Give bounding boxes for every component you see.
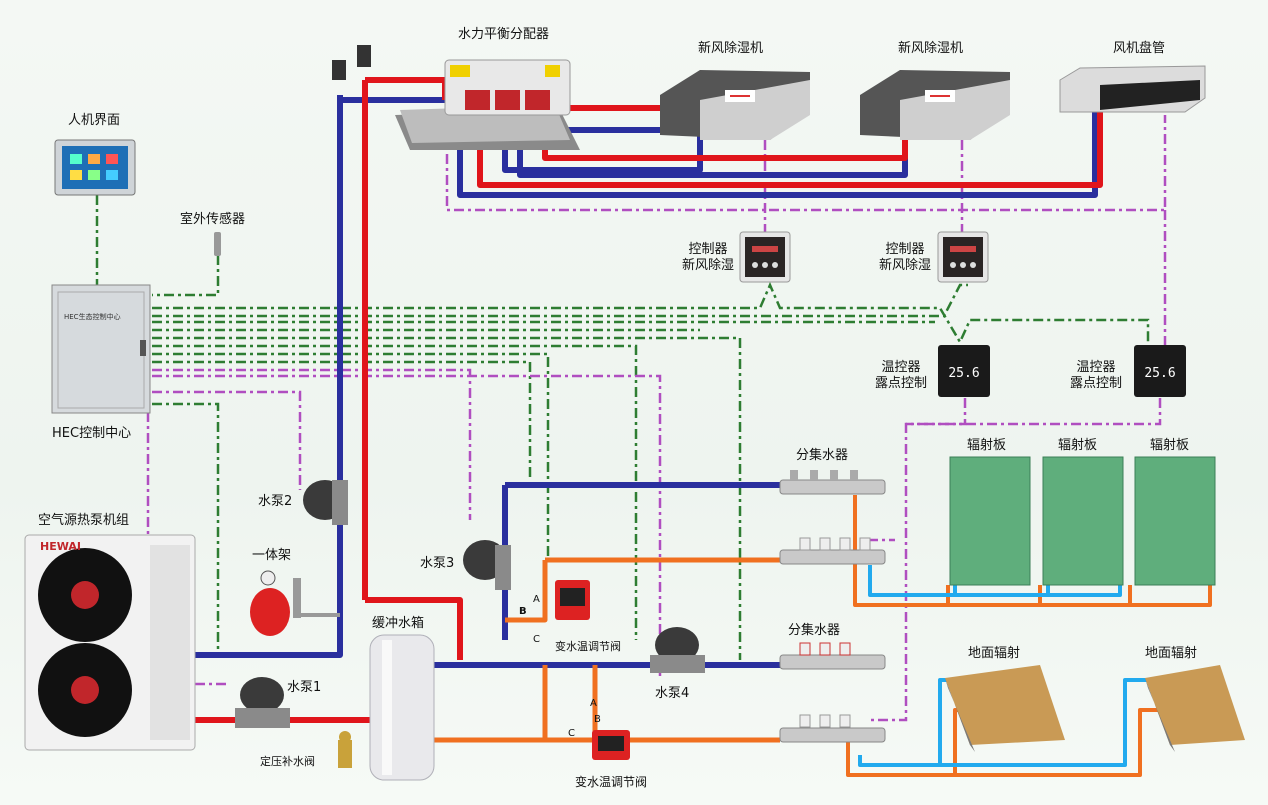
label-thermostat-2-line1: 温控器 bbox=[1076, 360, 1116, 375]
label-buffer-tank: 缓冲水箱 bbox=[372, 616, 425, 631]
sensor-icon bbox=[214, 232, 221, 256]
label-fresh-air-1: 新风除湿机 bbox=[698, 41, 764, 56]
hydraulic-distributor bbox=[395, 59, 580, 150]
label-floor-radiant-2: 地面辐射 bbox=[1145, 646, 1198, 661]
label-hmi: 人机界面 bbox=[68, 113, 121, 128]
radiant-panel-icon bbox=[949, 456, 1216, 586]
label-thermostat-1: 温控器 露点控制 bbox=[870, 360, 932, 393]
air-vent-icon bbox=[332, 45, 371, 80]
thermostat-2: 25.6 bbox=[1134, 345, 1186, 397]
label-thermostat-2-line2: 露点控制 bbox=[1069, 376, 1122, 392]
label-outdoor-sensor: 室外传感器 bbox=[180, 212, 246, 227]
label-pump-1: 水泵1 bbox=[287, 680, 322, 695]
label-pressure-valve: 定压补水阀 bbox=[260, 755, 315, 768]
label-controller-1: 控制器 新风除湿 bbox=[678, 242, 738, 275]
valve-port-a: A bbox=[533, 594, 540, 605]
pump-icon bbox=[235, 480, 705, 728]
valve2-port-c: C bbox=[568, 728, 575, 739]
label-floor-radiant-1: 地面辐射 bbox=[968, 646, 1021, 661]
label-controller-2-line2: 新风除湿 bbox=[878, 258, 931, 274]
label-integrated-rack: 一体架 bbox=[252, 548, 292, 563]
valve2-port-a: A bbox=[590, 698, 597, 709]
label-manifold-1: 分集水器 bbox=[796, 448, 849, 463]
label-pump-3: 水泵3 bbox=[420, 556, 455, 571]
mixing-valve-icon bbox=[555, 580, 630, 760]
label-thermostat-1-line2: 露点控制 bbox=[874, 376, 927, 392]
label-thermostat-2: 温控器 露点控制 bbox=[1065, 360, 1127, 393]
label-radiant-panel-1: 辐射板 bbox=[967, 438, 1007, 453]
buffer-tank-icon bbox=[369, 634, 435, 781]
label-hydraulic-distributor: 水力平衡分配器 bbox=[458, 27, 550, 42]
label-mixing-valve-2: 变水温调节阀 bbox=[575, 775, 648, 789]
label-mixing-valve-1: 变水温调节阀 bbox=[555, 640, 621, 653]
valve-port-c: C bbox=[533, 634, 540, 645]
label-fan-coil: 风机盘管 bbox=[1113, 41, 1166, 56]
expansion-tank-icon bbox=[250, 570, 340, 636]
heat-pump-icon bbox=[24, 534, 196, 751]
fresh-air-unit-2 bbox=[860, 70, 1010, 140]
controller-panel-2 bbox=[937, 231, 989, 283]
label-pump-4: 水泵4 bbox=[655, 686, 690, 701]
valve-port-b: B bbox=[519, 606, 527, 617]
control-box-icon bbox=[51, 284, 151, 414]
heat-pump-brand: HEWAI bbox=[40, 540, 81, 553]
label-controller-2-line1: 控制器 bbox=[885, 242, 925, 257]
label-manifold-2: 分集水器 bbox=[788, 623, 841, 638]
fan-coil-icon bbox=[1059, 65, 1206, 113]
touch-panel-icon bbox=[54, 139, 136, 196]
label-controller-2: 控制器 新风除湿 bbox=[875, 242, 935, 275]
label-heat-pump: 空气源热泵机组 bbox=[38, 513, 130, 528]
controller-panel-1 bbox=[739, 231, 791, 283]
fresh-air-unit-1 bbox=[660, 70, 810, 140]
label-fresh-air-2: 新风除湿机 bbox=[898, 41, 964, 56]
thermostat-1: 25.6 bbox=[938, 345, 990, 397]
thermostat-display-1: 25.6 bbox=[948, 366, 979, 381]
label-radiant-panel-2: 辐射板 bbox=[1058, 438, 1098, 453]
label-hec-center: HEC控制中心 bbox=[52, 426, 132, 441]
pressure-valve-icon bbox=[338, 731, 352, 768]
valve2-port-b: B bbox=[594, 714, 601, 725]
label-controller-1-line2: 新风除湿 bbox=[681, 258, 734, 274]
floor-heating-icon bbox=[945, 665, 1245, 752]
manifold-icon bbox=[779, 470, 886, 743]
thermostat-display-2: 25.6 bbox=[1144, 366, 1175, 381]
label-pump-2: 水泵2 bbox=[258, 494, 293, 509]
label-radiant-panel-3: 辐射板 bbox=[1150, 438, 1190, 453]
label-thermostat-1-line1: 温控器 bbox=[881, 360, 921, 375]
hec-box-text: HEC生态控制中心 bbox=[64, 313, 121, 321]
label-controller-1-line1: 控制器 bbox=[688, 242, 728, 257]
